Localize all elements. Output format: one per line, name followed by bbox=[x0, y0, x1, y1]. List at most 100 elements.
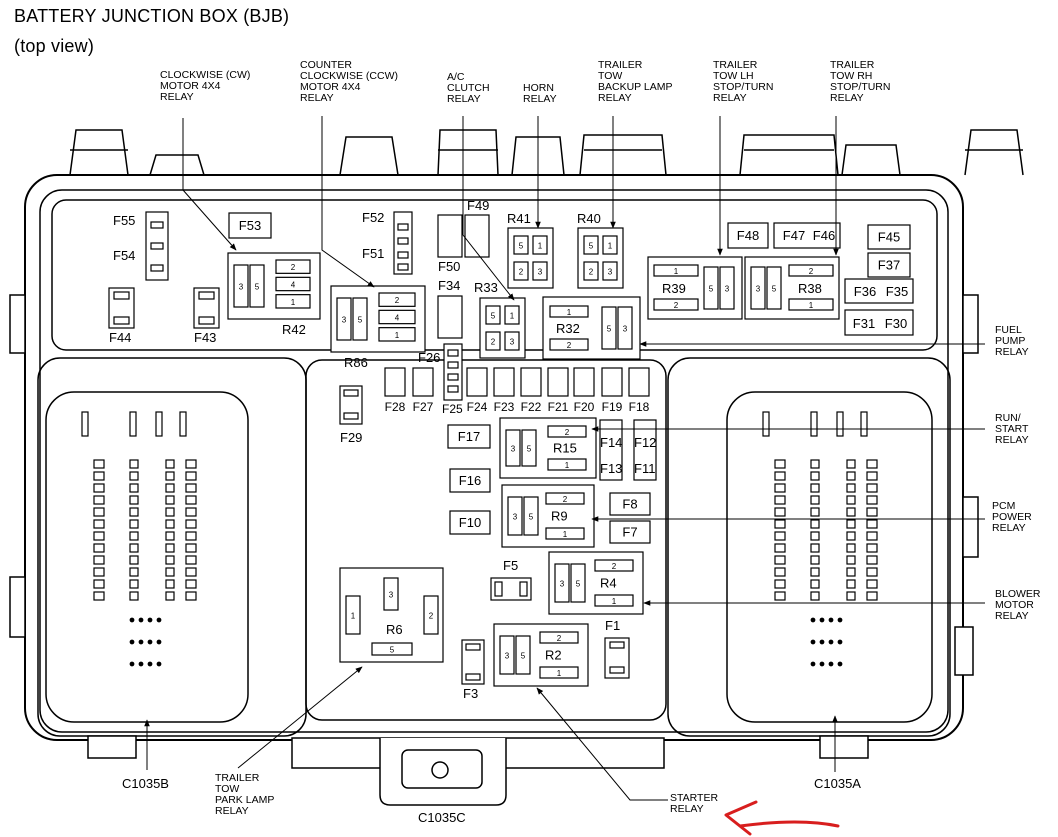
c1035b-label: C1035B bbox=[122, 776, 169, 791]
relay-pin-number: 2 bbox=[809, 267, 814, 276]
fuse-f24[interactable] bbox=[466, 367, 488, 397]
relay-pin bbox=[750, 266, 766, 310]
fuse-f3[interactable] bbox=[461, 639, 485, 685]
connector-cavity bbox=[810, 507, 820, 517]
relay-pin bbox=[275, 259, 311, 274]
fuse-f45[interactable] bbox=[867, 224, 911, 250]
fuse-f20[interactable] bbox=[573, 367, 595, 397]
fuse-f36-f35[interactable] bbox=[844, 278, 914, 304]
c1035a-connector bbox=[726, 391, 933, 723]
fuse-f12-f11[interactable] bbox=[633, 419, 657, 481]
connector-cavity bbox=[810, 495, 820, 505]
connector-cavity bbox=[93, 543, 105, 553]
relay-pin-number: 2 bbox=[612, 562, 617, 571]
connector-cavity bbox=[774, 483, 786, 493]
connector-cavity bbox=[165, 471, 175, 481]
c1035a-label: C1035A bbox=[814, 776, 861, 791]
connector-cavity bbox=[846, 459, 856, 469]
connector-cavity bbox=[866, 543, 878, 553]
fuse-f8[interactable] bbox=[609, 492, 651, 516]
relay-pin-number: 1 bbox=[608, 242, 613, 251]
connector-cavity bbox=[185, 579, 197, 589]
fuse-f47-label: F47 bbox=[783, 228, 805, 243]
fuse-f21[interactable] bbox=[547, 367, 569, 397]
connector-cavity bbox=[129, 483, 139, 493]
fuse-f23-label: F23 bbox=[494, 400, 515, 414]
fuse-f34[interactable] bbox=[437, 295, 463, 339]
connector-pin bbox=[129, 617, 135, 623]
relay-pin bbox=[539, 631, 579, 644]
relay-pin-number: 5 bbox=[519, 242, 524, 251]
relay-pin bbox=[703, 266, 719, 310]
relay-pin bbox=[532, 261, 548, 281]
relay-pin bbox=[532, 235, 548, 255]
relay-pin-number: 1 bbox=[351, 612, 356, 621]
relay-pin bbox=[653, 298, 699, 311]
trailer-rh-relay-callout: TRAILER TOW RH STOP/TURN RELAY bbox=[830, 59, 893, 104]
fuse-f23[interactable] bbox=[493, 367, 515, 397]
relay-pin bbox=[601, 306, 617, 350]
fuse-f47[interactable] bbox=[773, 222, 841, 249]
fuse-f10[interactable] bbox=[449, 510, 491, 535]
relay-pin bbox=[653, 264, 699, 277]
center-bay bbox=[305, 359, 667, 721]
fuse-f19-label: F19 bbox=[602, 400, 623, 414]
fuse-f18[interactable] bbox=[628, 367, 650, 397]
connector-cavity bbox=[185, 459, 197, 469]
relay-pin-number: 2 bbox=[291, 263, 296, 272]
relay-pin-number: 3 bbox=[510, 338, 515, 347]
fuse-f31-f30[interactable] bbox=[844, 309, 914, 336]
connector-pin bbox=[819, 617, 825, 623]
fuse-f37[interactable] bbox=[867, 252, 911, 278]
relay-pin bbox=[788, 264, 834, 277]
fuse-f30-label: F30 bbox=[885, 316, 907, 331]
connector-cavity bbox=[129, 531, 139, 541]
connector-cavity bbox=[866, 555, 878, 565]
fuse-f53[interactable] bbox=[228, 212, 272, 239]
fuse-f17-label: F17 bbox=[458, 429, 480, 444]
fuse-terminal bbox=[113, 316, 130, 325]
leader-lines bbox=[144, 116, 985, 801]
fuse-f14-f13[interactable] bbox=[599, 419, 623, 481]
relay-pin bbox=[602, 261, 618, 281]
connector-cavity bbox=[774, 531, 786, 541]
fuse-f18-label: F18 bbox=[629, 400, 650, 414]
fuse-terminal bbox=[397, 223, 409, 231]
connector-cavity bbox=[774, 507, 786, 517]
relay-pin-number: 5 bbox=[491, 312, 496, 321]
fuse-f22[interactable] bbox=[520, 367, 542, 397]
connector-pin bbox=[129, 639, 135, 645]
connector-cavity bbox=[836, 411, 844, 437]
fuse-f44-label: F44 bbox=[109, 330, 131, 345]
connector-pin bbox=[156, 639, 162, 645]
fuse-f17[interactable] bbox=[447, 424, 491, 449]
relay-r9-label: R9 bbox=[551, 509, 568, 524]
relay-pin-number: 3 bbox=[513, 513, 518, 522]
fuse-f16[interactable] bbox=[449, 468, 491, 493]
cw-relay-callout: CLOCKWISE (CW) MOTOR 4X4 RELAY bbox=[160, 69, 253, 103]
relay-pin bbox=[505, 429, 521, 467]
c1035c-connector bbox=[291, 737, 665, 806]
connector-pin bbox=[828, 617, 834, 623]
blower-motor-relay-callout: BLOWER MOTOR RELAY bbox=[995, 588, 1043, 622]
relay-r32-label: R32 bbox=[556, 321, 580, 336]
connector-cavity bbox=[165, 567, 175, 577]
connector-cavity bbox=[93, 471, 105, 481]
fuse-f19[interactable] bbox=[601, 367, 623, 397]
connector-pin bbox=[837, 639, 843, 645]
relay-pin bbox=[504, 331, 520, 351]
fuse-f43-label: F43 bbox=[194, 330, 216, 345]
fuse-f25-label: F25 bbox=[442, 402, 463, 416]
fuse-f48[interactable] bbox=[727, 222, 769, 249]
fuse-f27[interactable] bbox=[412, 367, 434, 397]
fuse-f49[interactable] bbox=[464, 214, 490, 258]
fuse-f50[interactable] bbox=[437, 214, 463, 258]
relay-pin bbox=[513, 261, 529, 281]
fuse-f7[interactable] bbox=[609, 520, 651, 544]
fuse-f22-label: F22 bbox=[521, 400, 542, 414]
relay-pin-number: 5 bbox=[576, 580, 581, 589]
connector-cavity bbox=[810, 579, 820, 589]
connector-pin bbox=[156, 617, 162, 623]
fuse-terminal bbox=[494, 581, 503, 597]
fuse-f28[interactable] bbox=[384, 367, 406, 397]
